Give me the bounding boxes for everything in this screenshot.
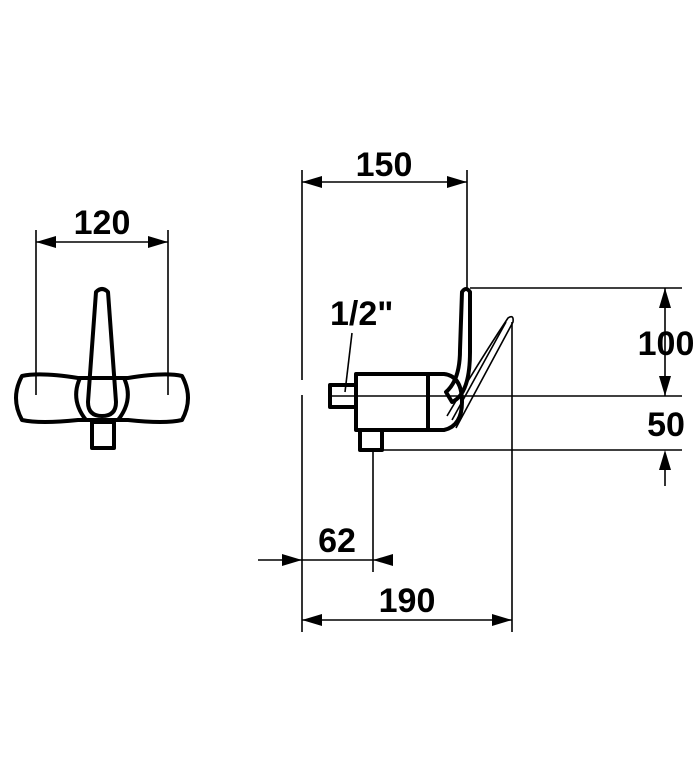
front-inlet-stub [90,420,116,450]
front-lever-handle [86,287,118,418]
arrowhead-100-bottom [659,376,671,396]
arrowhead-62-right [373,554,393,566]
arrowhead-right [148,236,168,248]
side-view: 150 1/2" 100 50 62 [258,146,694,632]
arrowhead-150-left [302,176,322,188]
front-body [74,376,130,422]
bottom-outlet-stub [358,428,384,452]
dim-50-label: 50 [647,406,685,444]
arrowhead-190-right [492,614,512,626]
side-lever-swept [446,315,514,429]
arrowhead-150-right [447,176,467,188]
front-view: 120 [14,204,190,450]
dim-150-label: 150 [356,146,413,184]
dim-100-label: 100 [638,325,695,363]
thread-leader [344,332,353,393]
valve-body [354,372,464,432]
arrowhead-left [36,236,56,248]
arrowhead-62-left [282,554,302,566]
side-lever-swept-inner [451,321,507,421]
arrowhead-100-top [659,288,671,308]
arrowhead-190-left [302,614,322,626]
thread-size-label: 1/2" [330,295,393,333]
dim-190-label: 190 [379,582,436,620]
dim-62-label: 62 [318,522,356,560]
arrowhead-50-bottom [659,450,671,470]
front-width-label: 120 [74,204,131,242]
